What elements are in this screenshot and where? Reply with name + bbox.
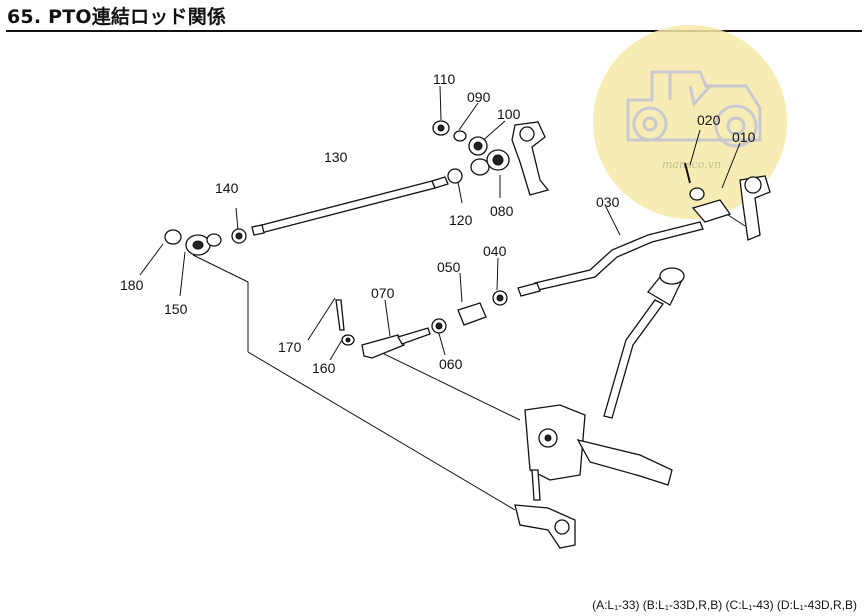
- label-080: 080: [490, 203, 514, 219]
- model-applicability-note: (A:L₁-33) (B:L₁-33D,R,B) (C:L₁-43) (D:L₁…: [592, 598, 857, 612]
- label-040: 040: [483, 243, 507, 259]
- leader-lines: [139, 85, 746, 511]
- lower-rod-parts: [335, 290, 508, 359]
- label-160: 160: [312, 360, 336, 376]
- rod-130: [251, 176, 449, 236]
- label-150: 150: [164, 301, 188, 317]
- right-joint-parts: [684, 162, 771, 241]
- title-rule: [6, 30, 862, 32]
- label-120: 120: [449, 212, 473, 228]
- part-labels: 010 020 030 040 050 060 070 080 090 100 …: [120, 71, 756, 376]
- pto-lever-assembly: [514, 267, 685, 549]
- watermark-circle: [593, 25, 787, 219]
- label-030: 030: [596, 194, 620, 210]
- watermark-text: mansco.vn: [662, 158, 721, 171]
- label-110: 110: [433, 71, 456, 87]
- label-070: 070: [371, 285, 395, 301]
- watermark: mansco.vn: [593, 25, 787, 219]
- label-090: 090: [467, 89, 491, 105]
- upper-joint-parts: [432, 120, 550, 196]
- label-100: 100: [497, 106, 521, 122]
- label-050: 050: [437, 259, 461, 275]
- label-140: 140: [215, 180, 239, 196]
- label-130: 130: [324, 149, 348, 165]
- label-180: 180: [120, 277, 144, 293]
- label-060: 060: [439, 356, 463, 372]
- label-010: 010: [732, 129, 756, 145]
- label-020: 020: [697, 112, 721, 128]
- rod-130-left-parts: [164, 228, 247, 256]
- label-170: 170: [278, 339, 302, 355]
- tractor-icon: [626, 70, 762, 148]
- page-title: 65. PTO連結ロッド関係: [7, 6, 227, 28]
- rod-030: [517, 221, 704, 297]
